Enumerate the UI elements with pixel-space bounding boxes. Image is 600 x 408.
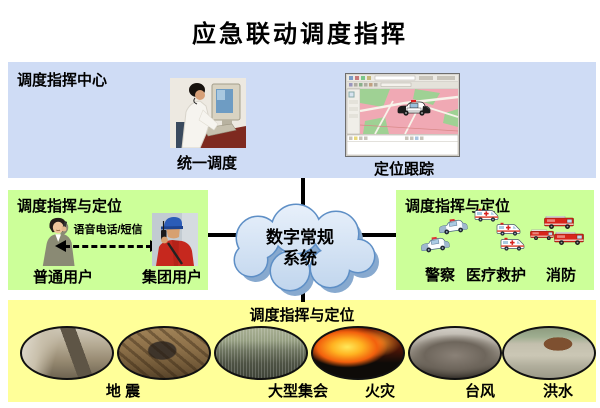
cloud-label-line1: 数字常规 [266,228,334,247]
mass-gathering-crowd-photo [214,326,308,380]
unified-dispatch-caption: 统一调度 [176,155,238,172]
fire-blaze-photo [311,326,405,380]
command-center-label: 调度指挥中心 [17,72,108,89]
group-user-caption: 集团用户 [141,269,203,286]
incidents-panel-label: 调度指挥与定位 [249,307,355,324]
command-center-panel: 调度指挥中心 统一调度 [8,62,596,178]
cloud-system-label: 数字常规 系统 [218,227,382,269]
connector-right-horizontal [352,233,396,237]
mass-gathering-caption: 大型集会 [267,383,329,400]
responders-panel: 调度指挥与定位 [396,190,594,290]
incidents-panel: 调度指挥与定位 地 震 大型集会 火灾 台风 洪水 [8,300,596,402]
page-title: 应急联动调度指挥 [192,22,408,48]
flood-caption: 洪水 [542,383,574,400]
voice-sms-label: 语音电话/短信 [73,224,143,236]
typhoon-caption: 台风 [464,383,496,400]
ambulance-icons [474,208,525,252]
fire-truck-icons [530,215,584,246]
woman-on-phone-photo [42,217,75,266]
operator-at-computer-photo [170,78,246,148]
users-panel: 调度指挥与定位 语音电话/短信 普通用户 [8,190,208,290]
ordinary-user-caption: 普通用户 [32,269,94,286]
two-way-dashed-arrow [64,245,152,248]
flood-village-photo [502,326,596,380]
fire-caption: 消防 [545,267,577,284]
arrowhead-left-icon [55,240,66,252]
tracking-caption: 定位跟踪 [373,161,435,178]
earthquake-rescue-photo [117,326,211,380]
cloud-label-line2: 系统 [283,249,317,268]
connector-left-horizontal [208,233,250,237]
fire-incident-caption: 火灾 [364,383,396,400]
earthquake-caption: 地 震 [105,383,141,400]
network-cloud-icon [233,203,379,296]
connector-top-vertical [301,178,305,220]
earthquake-collapsed-building-photo [20,326,114,380]
medical-caption: 医疗救护 [465,267,527,284]
police-caption: 警察 [424,267,456,284]
man-with-radio-photo [152,213,198,266]
users-panel-label: 调度指挥与定位 [17,198,123,215]
gis-tracking-map-photo [345,73,460,157]
typhoon-wave-photo [408,326,502,380]
